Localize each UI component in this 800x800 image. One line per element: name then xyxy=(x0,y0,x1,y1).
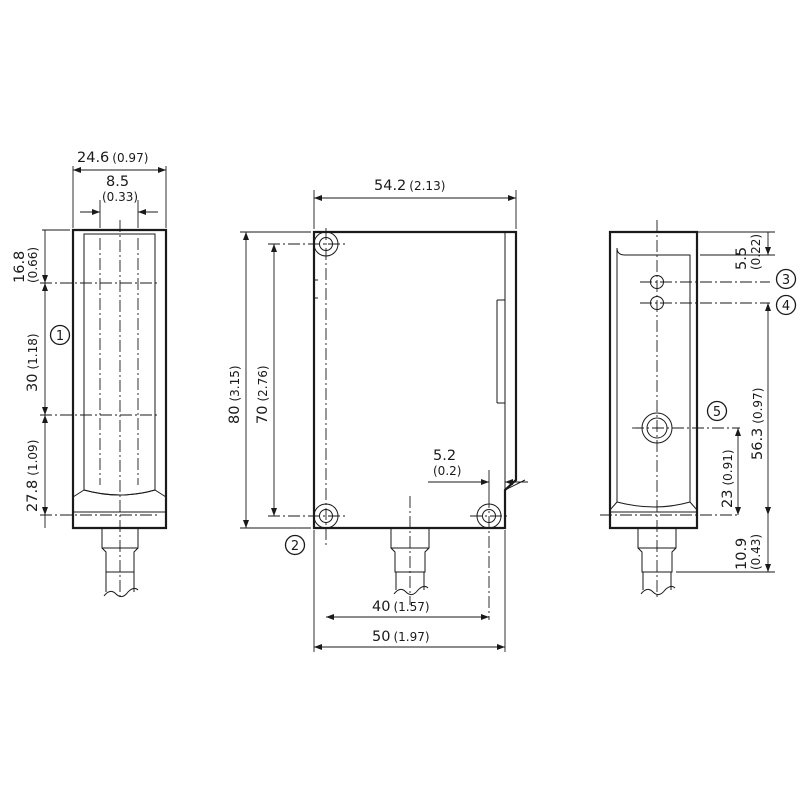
right-view-cable-break xyxy=(640,585,676,596)
front-dim50-arrow-l xyxy=(314,644,322,650)
left-view-body-outline xyxy=(71,228,168,530)
right-height-10-value: 10.9 xyxy=(734,538,750,570)
right-dim563-arrow-b xyxy=(765,507,771,515)
front-dim50-arrow-r xyxy=(497,644,505,650)
front-offset-inch: (0.2) xyxy=(433,464,461,478)
left-view-window-edge2 xyxy=(72,489,85,498)
left-height-top-inch: (0.66) xyxy=(26,247,40,283)
front-width-cable-label: 40(1.57) xyxy=(372,599,430,615)
callout-2-number: 2 xyxy=(291,539,299,554)
front-height-holes-label: 70(2.76) xyxy=(255,365,271,424)
right-dim23-arrow-t xyxy=(735,428,741,436)
left-dim-arrow-b xyxy=(42,283,48,291)
front-dim52-arrow-l xyxy=(481,479,489,485)
callout-4-circle xyxy=(775,294,797,316)
left-dim-arrow-l xyxy=(73,167,81,173)
left-dim-arrow-r xyxy=(158,167,166,173)
front-width-top-label: 54.2(2.13) xyxy=(374,178,445,194)
left-view: 24.6(0.97) 8.5 (0.33) 16.8 (0.66) 30(1.1… xyxy=(12,150,168,600)
callout-1-number: 1 xyxy=(56,329,64,344)
right-height-56-label: 56.3(0.97) xyxy=(750,388,766,460)
front-dim70-arrow-t xyxy=(271,244,277,252)
callout-4-number: 4 xyxy=(782,299,790,314)
left-view-cable-break xyxy=(103,587,139,598)
right-top-offset-inch: (0.22) xyxy=(749,234,763,270)
front-dim-arrow-r xyxy=(508,195,516,201)
right-view-panel xyxy=(616,247,691,508)
front-view-cable-break xyxy=(393,585,429,596)
left-height-top-label: 16.8 xyxy=(12,251,28,283)
right-top-offset-value: 5.5 xyxy=(734,247,750,270)
left-width-inner-value: 8.5 xyxy=(106,174,129,190)
callout-5-circle xyxy=(706,400,728,422)
left-width-inner-inch: (0.33) xyxy=(102,190,138,204)
left-height-bottom-label: 27.8(1.09) xyxy=(25,440,41,512)
left-dim-arrow-e xyxy=(42,507,48,515)
front-dim52-arrow-r xyxy=(505,479,513,485)
left-dim-inner-arrow-l xyxy=(92,209,100,215)
front-offset-value: 5.2 xyxy=(433,448,456,464)
right-view: 5.5 (0.22) 56.3(0.97) 23(0.91) 10.9 (0.4… xyxy=(600,220,797,600)
left-height-mid-label: 30(1.18) xyxy=(25,333,41,392)
left-view-cable-gland xyxy=(101,528,139,573)
right-dim23-arrow-b xyxy=(735,507,741,515)
left-view-window xyxy=(83,233,156,496)
front-view-cable-gland xyxy=(390,528,430,573)
right-view-corner-l xyxy=(609,501,618,511)
front-view: 54.2(2.13) 80(3.15) 70(2.76) 5.2 (0.2) 4… xyxy=(227,178,528,652)
right-dim109-arrow xyxy=(765,564,771,572)
callout-3-number: 3 xyxy=(782,273,790,288)
front-dim80-arrow-t xyxy=(243,232,249,240)
callout-5-number: 5 xyxy=(713,405,721,420)
left-dim-inner-arrow-r xyxy=(138,209,146,215)
right-height-10-inch: (0.43) xyxy=(749,534,763,570)
left-dim-arrow-c xyxy=(42,407,48,415)
right-dim563-arrow-t xyxy=(765,303,771,311)
right-dim55-arrow xyxy=(765,247,771,255)
callout-1-circle xyxy=(49,324,71,346)
front-width-holes-label: 50(1.97) xyxy=(372,629,430,645)
left-view-window-edge xyxy=(83,489,167,498)
right-height-23-label: 23(0.91) xyxy=(720,449,736,508)
left-dim-arrow-d xyxy=(42,415,48,423)
left-dim-arrow-a xyxy=(42,275,48,283)
right-view-corner-r xyxy=(689,501,698,511)
right-view-body-outline xyxy=(608,230,699,530)
callout-2-circle xyxy=(284,534,306,556)
front-height-overall-label: 80(3.15) xyxy=(227,365,243,424)
callout-3-circle xyxy=(775,268,797,290)
right-view-cable-gland xyxy=(637,528,677,573)
front-dim40-arrow-l xyxy=(326,614,334,620)
front-dim-arrow-l xyxy=(314,195,322,201)
left-width-overall-label: 24.6(0.97) xyxy=(77,150,148,166)
front-dim40-arrow-r xyxy=(481,614,489,620)
front-dim70-arrow-b xyxy=(271,508,277,516)
front-dim80-arrow-b xyxy=(243,520,249,528)
front-view-body-outline xyxy=(312,230,518,530)
